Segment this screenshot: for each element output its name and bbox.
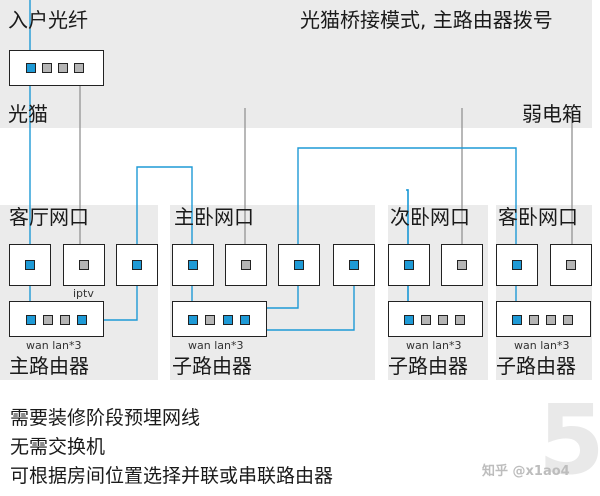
living-room-title: 客厅网口 [9,205,89,229]
master-bedroom-panel [170,205,375,380]
guest-wall-port-2-jack [566,260,576,270]
guest-router-label: 子路由器 [496,354,576,378]
guest-wall-port-1-jack [512,260,522,270]
master-router-label: 子路由器 [172,354,252,378]
living-room-panel [0,205,158,380]
guest-bedroom-panel [496,205,592,380]
second-router [388,301,483,337]
master-wall-port-2-jack [241,260,251,270]
living-wall-port-2 [63,244,105,286]
main-router [9,301,104,337]
second-wan-lan-label: wan lan*3 [406,339,462,352]
second-router-lan-1 [421,315,431,325]
guest-router-lan-2 [546,315,556,325]
guest-wall-port-2 [550,244,592,286]
master-router-lan-3 [240,315,250,325]
living-wall-port-1 [9,244,51,286]
main-router-wan [26,315,36,325]
modem-port-4 [74,63,84,73]
guest-wall-port-1 [496,244,538,286]
master-router-lan-1 [205,315,215,325]
master-router [172,301,267,337]
master-wall-port-2 [225,244,267,286]
page-number: 5 [538,384,600,496]
master-wall-port-1-jack [188,260,198,270]
bridge-mode-label: 光猫桥接模式, 主路由器拨号 [300,8,553,32]
second-bedroom-title: 次卧网口 [390,205,470,229]
guest-router-lan-3 [563,315,573,325]
master-router-lan-2 [223,315,233,325]
master-to-second-cable [228,147,517,320]
main-router-label: 主路由器 [9,354,89,378]
guest-router-wan [512,315,522,325]
modem-port-2 [42,63,52,73]
iptv-label: iptv [73,287,94,300]
second-bedroom-panel [388,205,488,380]
living-wan-lan-label: wan lan*3 [26,339,82,352]
modem-port-3 [58,63,68,73]
living-wall-port-3-jack [132,260,142,270]
second-router-lan-3 [455,315,465,325]
guest-router-lan-1 [529,315,539,325]
zhihu-watermark: 知乎 @x1ao4 [482,464,570,479]
modem-port-1 [26,63,36,73]
master-wall-port-4 [333,244,375,286]
note-item: 可根据房间位置选择并联或串联路由器 [10,465,334,487]
master-wan-lan-label: wan lan*3 [188,339,244,352]
master-bedroom-title: 主卧网口 [174,205,254,229]
living-wall-port-3 [116,244,158,286]
second-router-lan-2 [438,315,448,325]
master-wall-port-1 [172,244,214,286]
weak-box-label: 弱电箱 [522,102,582,126]
living-to-master-cable [84,166,193,321]
optical-modem [9,50,104,86]
second-router-label: 子路由器 [388,354,468,378]
note-item: 无需交换机 [10,436,106,458]
notes-list: 需要装修阶段预埋网线 无需交换机 可根据房间位置选择并联或串联路由器 [10,404,333,491]
main-router-lan-1 [43,315,53,325]
second-up-cable [406,189,409,265]
living-wall-port-2-jack [79,260,89,270]
second-wall-port-2 [441,244,483,286]
modem-label: 光猫 [8,102,48,126]
guest-router [496,301,591,337]
master-wall-port-3 [278,244,320,286]
master-router-wan [188,315,198,325]
guest-wan-lan-label: wan lan*3 [514,339,570,352]
second-wall-port-1-jack [404,260,414,270]
second-wall-port-2-jack [457,260,467,270]
main-router-lan-3 [77,315,87,325]
second-wall-port-1 [388,244,430,286]
main-router-lan-2 [60,315,70,325]
living-wall-port-1-jack [25,260,35,270]
master-wall-port-4-jack [349,260,359,270]
fiber-label: 入户光纤 [8,8,88,32]
guest-bedroom-title: 客卧网口 [498,205,578,229]
master-wall-port-3-jack [294,260,304,270]
second-router-wan [404,315,414,325]
note-item: 需要装修阶段预埋网线 [10,407,201,429]
